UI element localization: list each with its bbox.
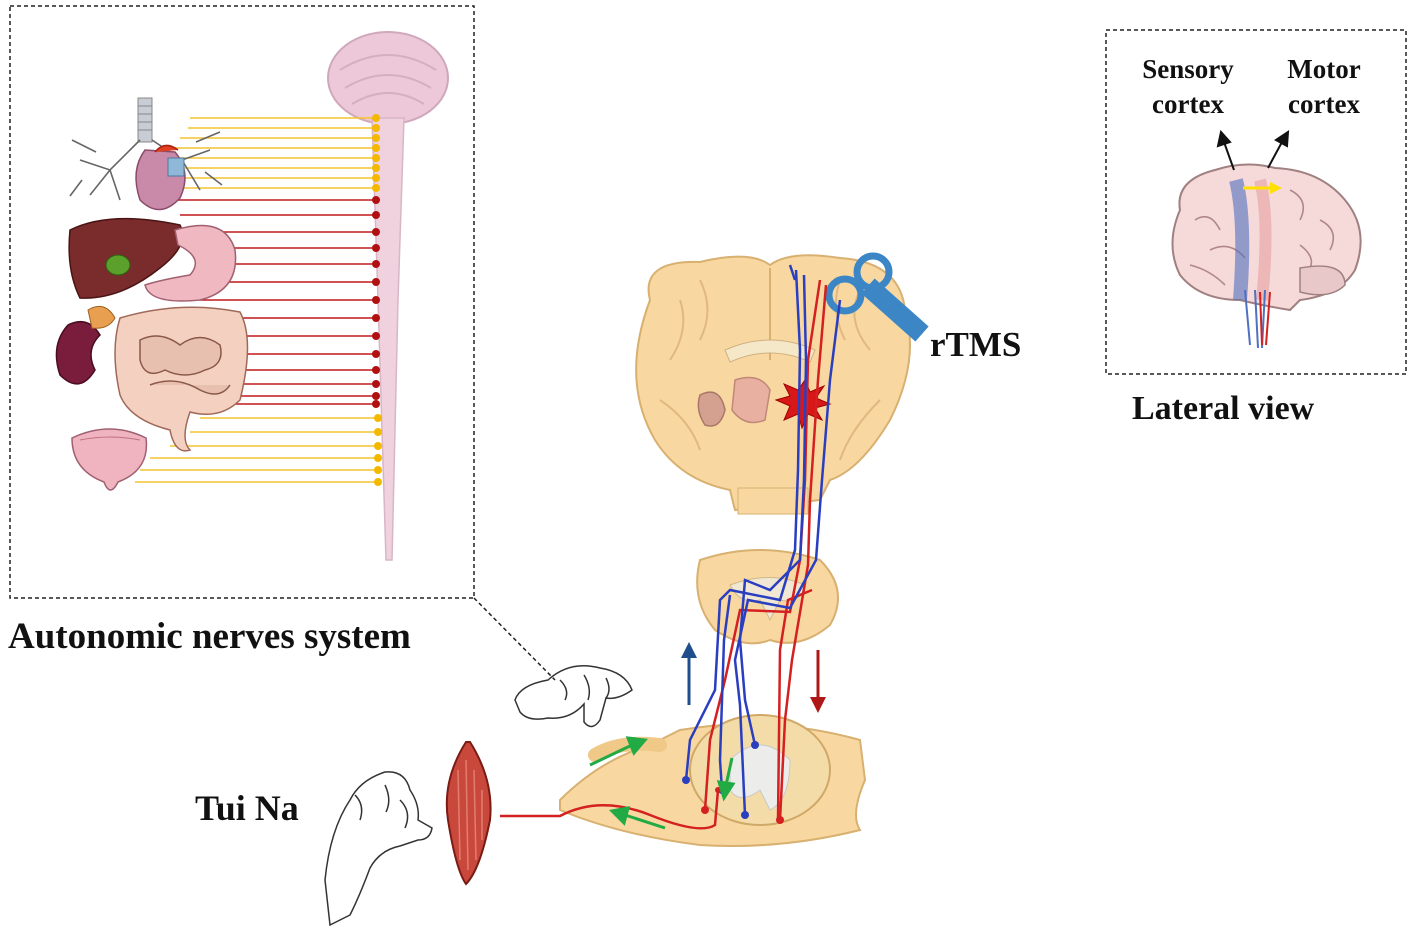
motor-cortex-line1: Motor — [1287, 54, 1361, 84]
descending-arrow-icon — [810, 650, 826, 713]
autonomic-panel — [9, 5, 556, 681]
lateral-brain-icon — [1171, 163, 1362, 349]
motor-cortex-label: Motor cortex — [1276, 52, 1372, 122]
sensory-pathways — [684, 264, 842, 816]
sensory-cortex-label: Sensory cortex — [1136, 52, 1240, 122]
sensory-cortex-line2: cortex — [1152, 89, 1224, 120]
feedback-arrows — [589, 736, 736, 830]
tui-na-label: Tui Na — [195, 788, 299, 828]
brainstem-spinal-icon — [327, 31, 449, 561]
hand-icon-upper — [514, 665, 633, 728]
cortex-arrows — [1216, 129, 1290, 171]
autonomic-nerves-label: Autonomic nerves system — [8, 616, 411, 657]
muscle-icon — [445, 741, 492, 886]
motor-cortex-line2: cortex — [1288, 89, 1360, 120]
sensory-cortex-line1: Sensory — [1142, 54, 1234, 84]
lateral-view-label: Lateral view — [1132, 390, 1315, 427]
rtms-label: rTMS — [930, 325, 1022, 364]
organs-icon — [55, 97, 249, 491]
ascending-arrow-icon — [681, 642, 697, 705]
ganglion-dots — [372, 114, 382, 486]
tms-coil-icon — [825, 252, 929, 342]
hand-icon-lower — [324, 771, 433, 927]
motor-pathways — [500, 279, 828, 830]
lateral-view-panel — [1105, 29, 1407, 375]
